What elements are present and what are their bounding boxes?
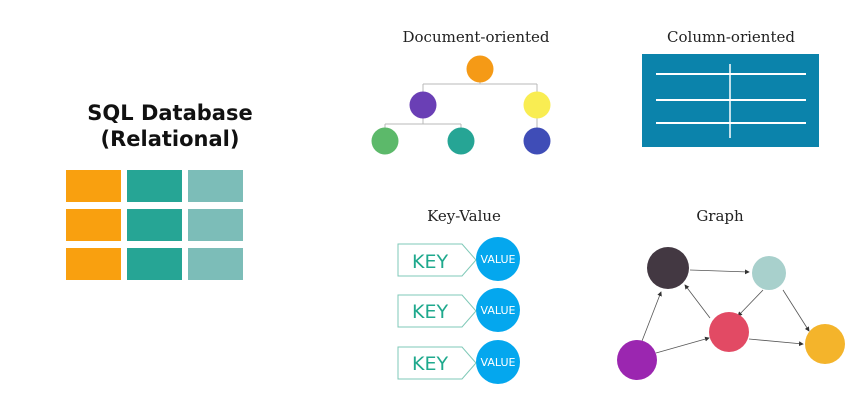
column-oriented-label: Column-oriented: [667, 28, 795, 46]
table-cell: [127, 209, 182, 241]
table-cell: [66, 209, 121, 241]
table-cell: [188, 170, 243, 202]
graph-edge: [684, 284, 711, 319]
table-cell: [188, 248, 243, 280]
key-text: KEY: [412, 251, 448, 273]
graph-label: Graph: [696, 207, 744, 225]
tree-node-right-child: [523, 127, 551, 155]
key-text: KEY: [412, 301, 448, 323]
tree-node-right: [523, 91, 551, 119]
graph-edge: [737, 289, 764, 317]
tree-node-left-right: [447, 127, 475, 155]
value-text: VALUE: [481, 253, 516, 266]
key-tag-shape: [397, 294, 477, 328]
key-value-label: Key-Value: [427, 207, 501, 225]
table-cell: [66, 170, 121, 202]
graph-node-red: [709, 312, 749, 352]
tree-node-left-left: [371, 127, 399, 155]
graph-edge: [748, 338, 804, 347]
kv-pair-3: KEY VALUE: [397, 340, 520, 384]
graph-node-orange: [805, 324, 845, 364]
value-circle: [476, 237, 520, 281]
sql-title-line1: SQL Database: [87, 101, 253, 125]
value-text: VALUE: [481, 304, 516, 317]
column-store-diagram: [642, 54, 819, 147]
graph-edge: [655, 336, 710, 354]
tree-node-left: [409, 91, 437, 119]
kv-pair-2: KEY VALUE: [397, 288, 520, 332]
sql-title-line2: (Relational): [100, 127, 240, 151]
document-oriented-label: Document-oriented: [402, 28, 550, 46]
sql-database-title: SQL Database (Relational): [60, 100, 280, 152]
table-cell: [188, 209, 243, 241]
table-cell: [127, 170, 182, 202]
table-cell: [66, 248, 121, 280]
graph-node-mint: [752, 256, 786, 290]
tree-node-root: [466, 55, 494, 83]
table-cell: [127, 248, 182, 280]
kv-pair-1: KEY VALUE: [397, 237, 520, 281]
value-circle: [476, 340, 520, 384]
key-text: KEY: [412, 353, 448, 375]
key-tag-shape: [397, 346, 477, 380]
graph-edge: [689, 269, 750, 275]
graph-edges: [641, 269, 810, 354]
graph-node-dark: [647, 247, 689, 289]
graph-edge: [782, 289, 810, 332]
value-text: VALUE: [481, 356, 516, 369]
graph-node-purple: [617, 340, 657, 380]
relational-table-grid: [66, 170, 243, 280]
value-circle: [476, 288, 520, 332]
graph-edge: [641, 291, 662, 342]
key-tag-shape: [397, 243, 477, 277]
